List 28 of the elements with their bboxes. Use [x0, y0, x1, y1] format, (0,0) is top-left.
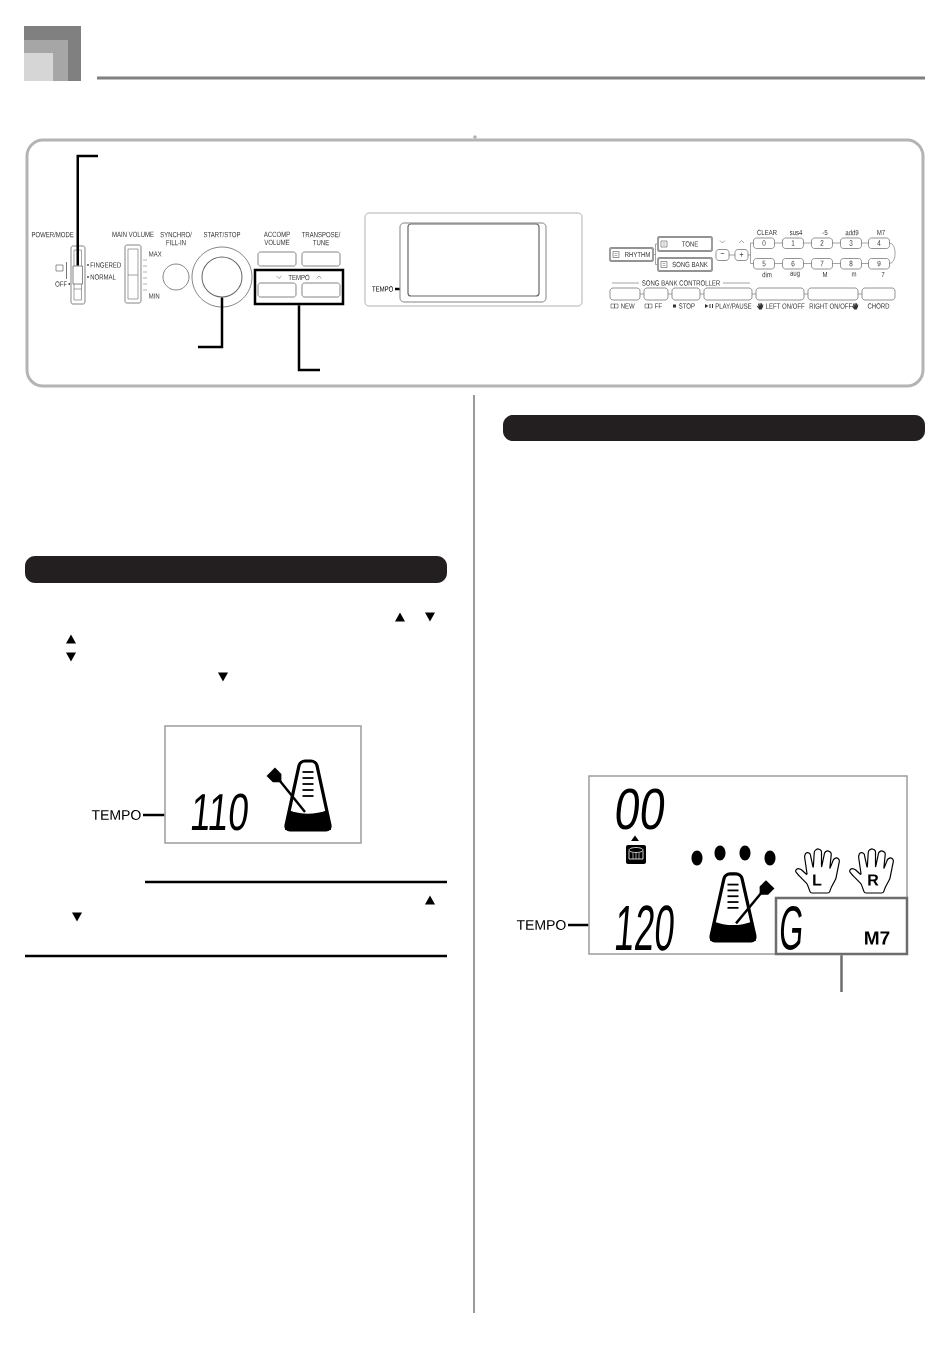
round-button [201, 256, 243, 298]
lcd-display: 110 [164, 725, 362, 844]
indicator-label: TEMPO [516, 920, 566, 930]
step-button: + [734, 249, 749, 261]
leader-line [568, 923, 589, 927]
leader-line [198, 297, 224, 349]
number-key: 0 [753, 237, 775, 249]
leader-line [395, 287, 400, 291]
leader-line [840, 955, 843, 992]
chord-display-frame: G M7 [774, 896, 909, 956]
display-window [399, 222, 547, 303]
section-heading-bar [503, 415, 925, 441]
number-key: 3 [840, 237, 862, 249]
number-key: 1 [782, 237, 804, 249]
number-key: 6 [782, 258, 804, 270]
leader-line [76, 154, 98, 266]
number-key: 8 [840, 258, 862, 270]
number-key: 2 [811, 237, 833, 249]
number-key: 7 [811, 258, 833, 270]
number-key: 4 [868, 237, 890, 249]
section-heading-bar [25, 556, 447, 583]
indicator-label: TEMPO [91, 810, 141, 820]
number-key: 9 [868, 258, 890, 270]
leader-line [143, 813, 165, 817]
step-button: − [715, 249, 730, 261]
leader-line [297, 305, 320, 372]
switch-knob [72, 265, 83, 285]
number-key: 5 [753, 258, 775, 270]
